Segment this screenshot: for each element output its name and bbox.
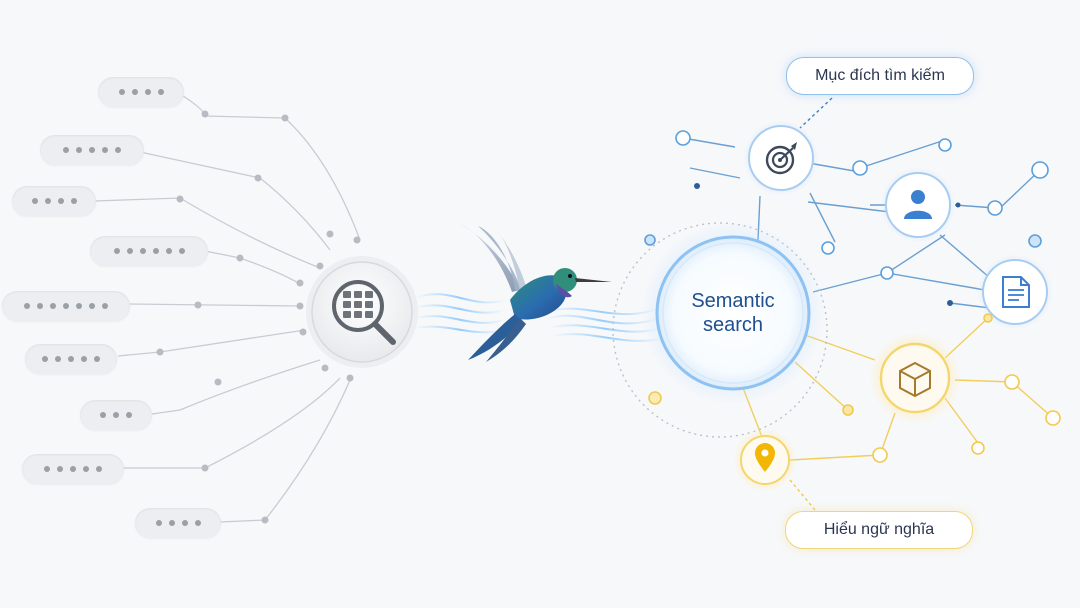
hummingbird-icon — [460, 224, 612, 362]
gold-nodes — [648, 313, 1061, 463]
keyword-pill — [135, 508, 221, 538]
keyword-pill — [25, 344, 117, 374]
semantic-understanding-label: Hiểu ngữ nghĩa — [785, 511, 973, 549]
blue-nodes — [644, 130, 1049, 280]
keyword-pill — [90, 236, 208, 266]
keyword-pill — [12, 186, 96, 216]
keyword-pill — [98, 77, 184, 107]
keyword-connectors — [94, 93, 361, 523]
semantic-line-1: Semantic — [691, 290, 775, 312]
document-icon — [977, 254, 1053, 330]
semantic-line-2: search — [702, 314, 764, 336]
cube-icon — [869, 332, 961, 424]
keyword-pill — [22, 454, 124, 484]
location-pin-icon — [733, 428, 797, 492]
grid-search-icon — [306, 256, 418, 368]
keyword-pill — [40, 135, 144, 165]
semantic-search-node — [641, 221, 825, 405]
target-icon — [743, 120, 819, 196]
semantic-search-label: Semantic search — [673, 289, 793, 337]
user-icon — [880, 167, 956, 243]
keyword-pill — [2, 291, 130, 321]
keyword-pill — [80, 400, 152, 430]
search-intent-label: Mục đích tìm kiếm — [786, 57, 974, 95]
connector-dots — [156, 110, 361, 524]
